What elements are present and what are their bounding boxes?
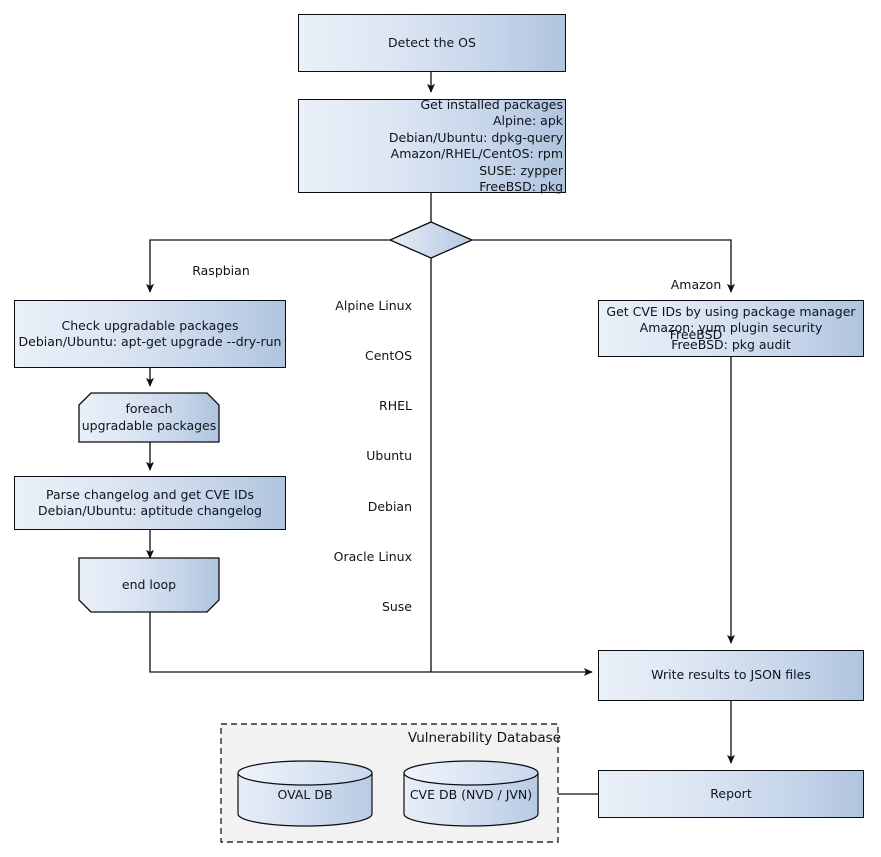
line: Suse [381, 599, 412, 614]
line: RHEL [379, 398, 412, 413]
line: Debian/Ubuntu: dpkg-query [388, 129, 563, 145]
node-write-results-label: Write results to JSON files [651, 667, 811, 683]
oval-db-label-wrap[interactable]: OVAL DB [238, 773, 372, 818]
edge-decision-raspbian [145, 239, 390, 293]
node-end-loop-label: end loop [121, 576, 177, 592]
cve-db-label-wrap[interactable]: CVE DB (NVD / JVN) [404, 773, 538, 818]
line: Debian/Ubuntu: apt-get upgrade --dry-run [18, 334, 282, 349]
line: Check upgradable packages [61, 317, 239, 333]
edge-decision-amazon-freebsd [472, 239, 736, 293]
node-write-results[interactable]: Write results to JSON files [598, 650, 864, 701]
edge-endloop-to-write [149, 612, 593, 677]
edge-label-raspbian: Raspbian [192, 263, 250, 278]
line: Alpine Linux [335, 297, 412, 313]
oval-db-cylinder [237, 760, 373, 827]
cve-db-cylinder [403, 760, 539, 827]
node-parse-changelog-lines: Parse changelog and get CVE IDs Debian/U… [15, 487, 285, 520]
node-foreach-lines: foreach upgradable packages [79, 401, 219, 434]
node-check-upgradable-packages[interactable]: Check upgradable packages Debian/Ubuntu:… [14, 300, 286, 368]
node-check-upgradable-packages-lines: Check upgradable packages Debian/Ubuntu:… [15, 318, 285, 351]
line: SUSE: zypper [479, 162, 563, 178]
node-report-label: Report [710, 785, 752, 801]
line: foreach [125, 401, 173, 416]
edge-label-right-branch: Amazon FreeBSD [636, 243, 756, 377]
cve-db-label: CVE DB (NVD / JVN) [409, 787, 533, 803]
line: Alpine: apk [492, 113, 563, 128]
node-get-cve-ids[interactable]: Get CVE IDs by using package manager Ama… [598, 300, 864, 357]
vulnerability-database-title: Vulnerability Database [407, 730, 561, 746]
line: Get CVE IDs by using package manager [606, 303, 856, 319]
line: FreeBSD: pkg audit [671, 336, 791, 352]
node-get-installed-packages-lines: Get installed packages Alpine: apk Debia… [301, 97, 563, 196]
foreach-shape [78, 392, 220, 443]
line: upgradable packages [81, 417, 217, 433]
endloop-shape [78, 557, 220, 613]
node-foreach[interactable]: foreach upgradable packages [79, 393, 219, 442]
oval-db-label: OVAL DB [277, 787, 333, 803]
node-report[interactable]: Report [598, 770, 864, 818]
line: Amazon: yum plugin security [639, 320, 823, 336]
line: Parse changelog and get CVE IDs [46, 486, 254, 502]
decision-diamond [388, 221, 474, 259]
node-detect-os[interactable]: Detect the OS [298, 14, 566, 72]
line: Debian/Ubuntu: aptitude changelog [38, 503, 262, 518]
line: FreeBSD [669, 326, 723, 342]
node-end-loop[interactable]: end loop [79, 558, 219, 612]
line: Amazon [670, 276, 722, 292]
line: Oracle Linux [333, 548, 412, 564]
node-parse-changelog[interactable]: Parse changelog and get CVE IDs Debian/U… [14, 476, 286, 530]
node-get-installed-packages[interactable]: Get installed packages Alpine: apk Debia… [298, 97, 566, 196]
edge-label-center-branch: Alpine Linux CentOS RHEL Ubuntu Debian O… [292, 264, 412, 649]
line: Ubuntu [366, 448, 412, 464]
node-detect-os-label: Detect the OS [388, 34, 476, 50]
line: Get installed packages [420, 96, 563, 112]
line: FreeBSD: pkg [479, 179, 563, 194]
line: Debian [367, 498, 412, 514]
node-get-cve-ids-lines: Get CVE IDs by using package manager Ama… [599, 304, 863, 354]
line: CentOS [364, 347, 412, 363]
line: Amazon/RHEL/CentOS: rpm [390, 146, 563, 161]
